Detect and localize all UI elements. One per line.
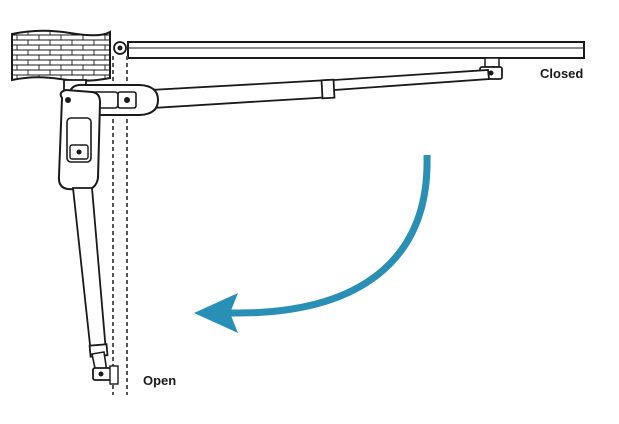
closed-position-label: Closed — [540, 66, 584, 81]
hinge-icon — [113, 41, 127, 55]
open-position-label: Open — [143, 373, 177, 388]
gate-operator-arm-open — [57, 88, 119, 385]
gate-leaf-closed — [127, 41, 585, 59]
gate-operator-arm-icon — [63, 69, 490, 116]
curved-arrow-icon — [194, 154, 431, 333]
brick-wall-icon — [11, 29, 111, 82]
